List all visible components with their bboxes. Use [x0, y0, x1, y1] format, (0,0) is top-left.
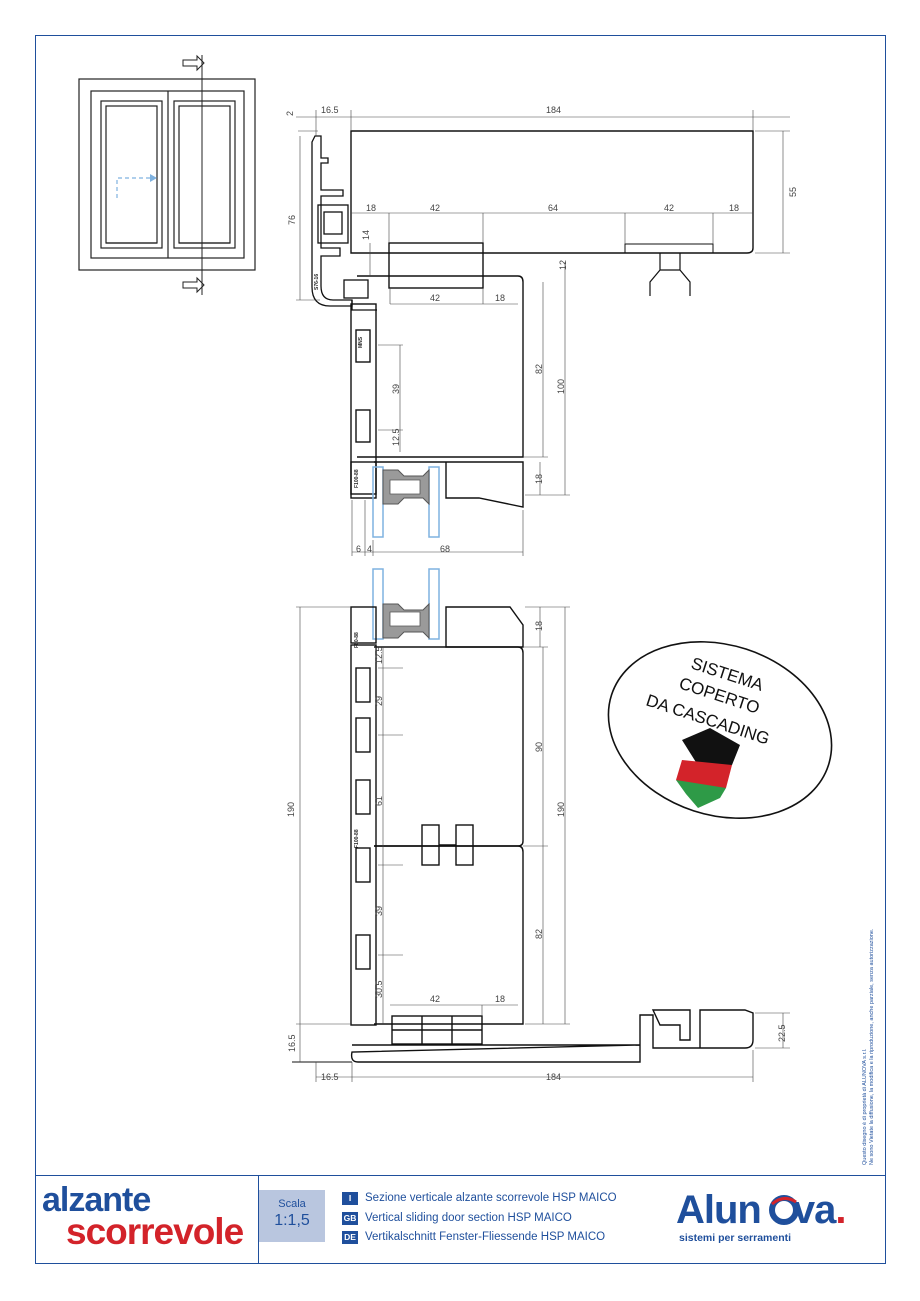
upper-sash: [350, 275, 524, 508]
footer-divider: [35, 1175, 886, 1176]
dim-track-64: 64: [548, 203, 558, 213]
dim-top-height: 55: [788, 187, 798, 197]
label-lower-profile-2: F100-88: [354, 829, 360, 848]
label-upper-profile: F100-88: [354, 469, 360, 488]
window-thumbnail: [78, 54, 256, 295]
dim-sash-12-5-upper: 12.5: [391, 428, 401, 446]
frame-profile: [311, 135, 377, 311]
dim-lower-190-left: 190: [286, 802, 296, 817]
dim-lower-90: 90: [534, 742, 544, 752]
dim-upper-sash-18: 18: [495, 293, 505, 303]
dim-bottom-16-5-vert: 16.5: [287, 1034, 297, 1052]
dim-sash-82-upper: 82: [534, 364, 544, 374]
lang-badge-de: DE: [342, 1230, 358, 1244]
dim-mid-4: 4: [367, 544, 372, 554]
label-lower-profile: F80-88: [354, 632, 360, 648]
dim-track-42b: 42: [664, 203, 674, 213]
dimension-lines: [296, 110, 790, 1082]
lower-sash: [350, 606, 524, 1026]
maico-logo-icon: [676, 728, 740, 808]
copyright-notice: Questo disegno è di proprietà di ALUNOVA…: [862, 905, 876, 1165]
dim-lower-42: 42: [430, 994, 440, 1004]
logo-prefix: Alun: [676, 1188, 762, 1232]
label-frame-s76-16: S76-16: [314, 274, 320, 290]
dim-upper-sash-42: 42: [430, 293, 440, 303]
dim-bottom-22-5: 22.5: [777, 1024, 787, 1042]
dim-sash-39-upper: 39: [391, 384, 401, 394]
lang-badge-gb: GB: [342, 1211, 358, 1225]
footer-divider-vertical: [258, 1175, 259, 1264]
dim-width-top: 184: [546, 105, 561, 115]
dim-left-top: 16.5: [321, 105, 339, 115]
dim-bottom-16-5: 16.5: [321, 1072, 339, 1082]
dim-lower-30-5: 30.5: [374, 980, 384, 998]
dim-gap-12: 12: [558, 260, 568, 270]
logo-tagline: sistemi per serramenti: [679, 1232, 792, 1244]
dim-bottom-184: 184: [546, 1072, 561, 1082]
copyright-line2: Ne sono Vietate la diffusione, la modifi…: [869, 928, 875, 1165]
dim-lower-190-right: 190: [556, 802, 566, 817]
dim-sash-100: 100: [556, 379, 566, 394]
drawing-sheet-border: [35, 35, 886, 1264]
description-text-gb: Vertical sliding door section HSP MAICO: [365, 1212, 572, 1224]
dim-lower-18: 18: [534, 621, 544, 631]
part-labels: S76-16 F100-88 F80-88 F100-88 MNS: [314, 274, 364, 848]
dim-lower-39: 39: [374, 906, 384, 916]
description-text-it: Sezione verticale alzante scorrevole HSP…: [365, 1192, 617, 1204]
dim-mid-6: 6: [356, 544, 361, 554]
dim-sash-18-upper: 18: [534, 474, 544, 484]
dim-gap-14: 14: [361, 230, 371, 240]
dim-mid-68: 68: [440, 544, 450, 554]
dim-lower-82: 82: [534, 929, 544, 939]
brand-title-line1: alzante: [42, 1181, 151, 1219]
description-gb: GB Vertical sliding door section HSP MAI…: [342, 1211, 572, 1225]
threshold-sill: [292, 1009, 754, 1063]
dim-lower-18b: 18: [495, 994, 505, 1004]
cascading-stamp: SISTEMA COPERTO DA CASCADING: [607, 641, 833, 819]
lower-glazing: [372, 568, 440, 640]
lang-badge-it: I: [342, 1191, 358, 1205]
logo-swirl-icon: [769, 1195, 799, 1225]
description-it: I Sezione verticale alzante scorrevole H…: [342, 1191, 617, 1205]
description-text-de: Vertikalschnitt Fenster-Fliessende HSP M…: [365, 1231, 606, 1243]
dimension-labels: 2 16.5 184 55 18 42 64 42 18 76 14 12 42…: [285, 105, 798, 1082]
description-de: DE Vertikalschnitt Fenster-Fliessende HS…: [342, 1230, 605, 1244]
logo-dot: .: [835, 1188, 846, 1232]
scale-value: 1:1,5: [274, 1212, 310, 1229]
label-tag: MNS: [358, 336, 364, 348]
technical-drawing: 2 16.5 184 55 18 42 64 42 18 76 14 12 42…: [78, 54, 833, 1082]
dim-track-right: 18: [729, 203, 739, 213]
copyright-line1: Questo disegno è di proprietà di ALUNOVA…: [862, 1048, 868, 1165]
dim-lower-29: 29: [374, 696, 384, 706]
dim-track-left: 18: [366, 203, 376, 213]
dim-upper-frame: 76: [287, 215, 297, 225]
logo-suffix: va: [792, 1188, 836, 1232]
scale-label: Scala: [278, 1198, 306, 1210]
dim-lower-12-5: 12.5: [374, 646, 384, 664]
scale-box: Scala 1:1,5: [259, 1190, 325, 1242]
dim-track-42a: 42: [430, 203, 440, 213]
dim-top-offset: 2: [285, 111, 295, 116]
dim-lower-61: 61: [374, 796, 384, 806]
top-track: [350, 130, 754, 296]
brand-title-line2: scorrevole: [66, 1211, 244, 1252]
upper-glazing: [372, 466, 440, 538]
